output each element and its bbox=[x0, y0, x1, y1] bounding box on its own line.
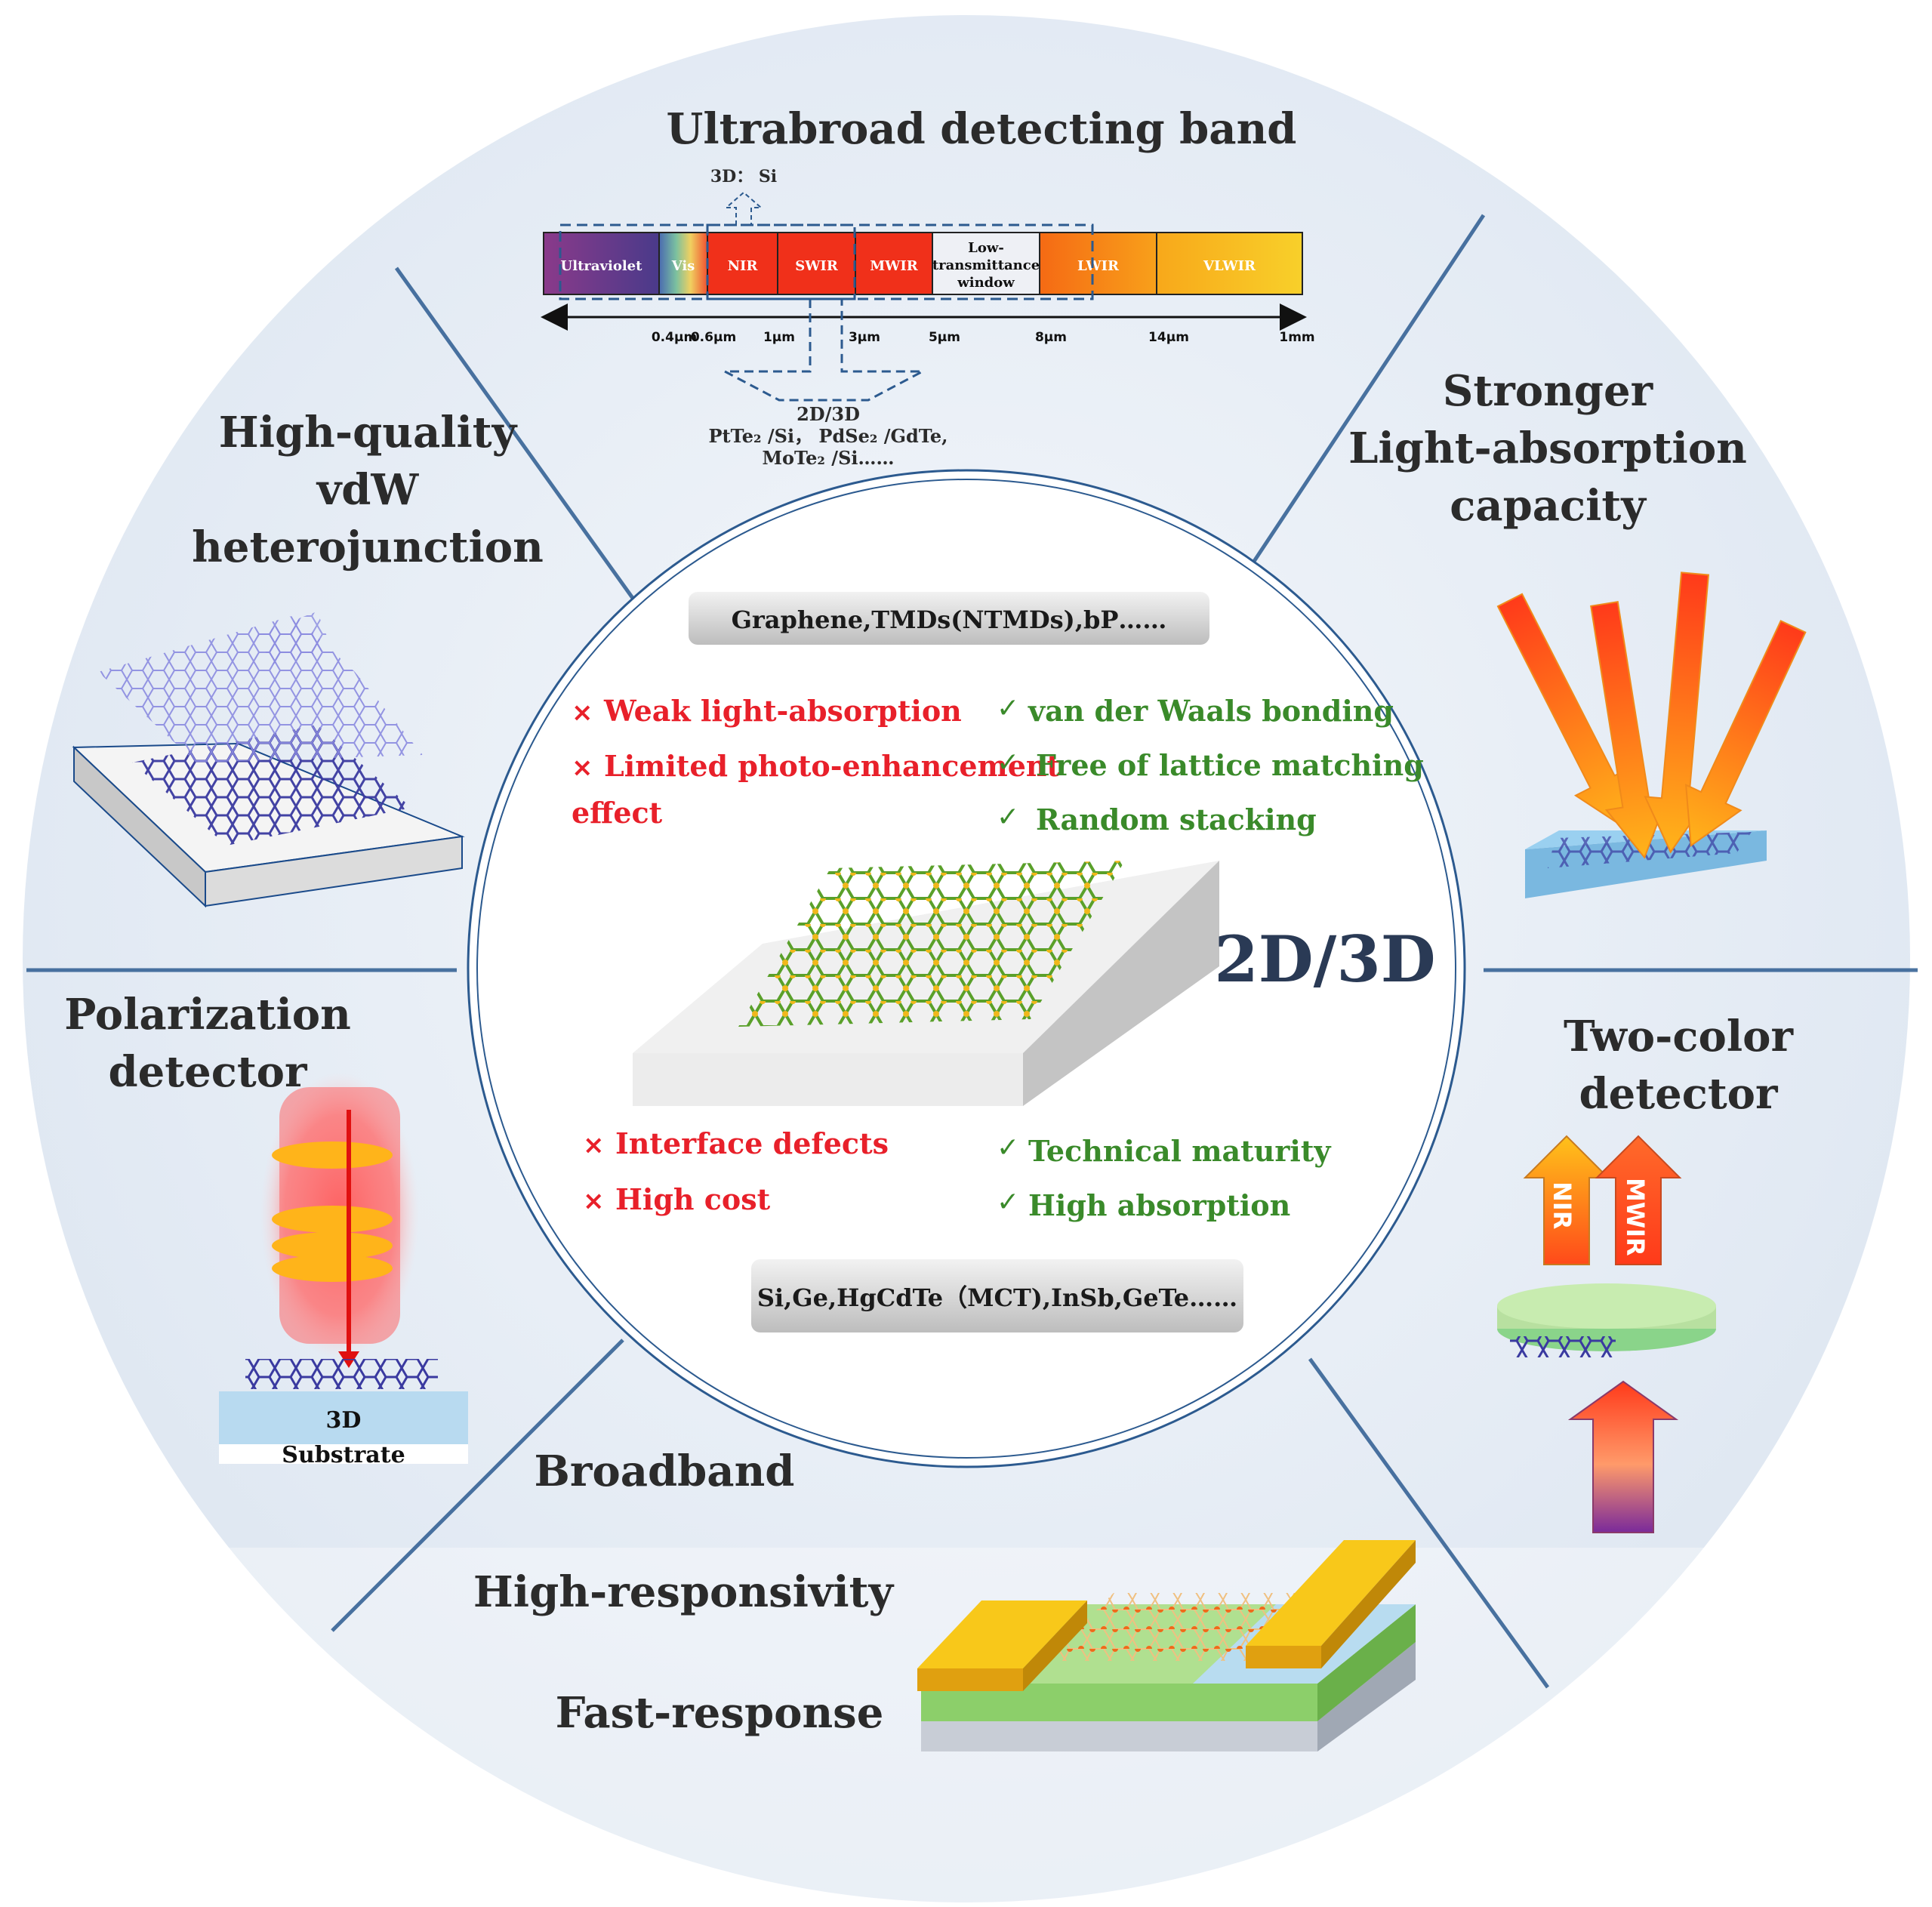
right-bottom-section: Two-color detector NIR MWIR bbox=[1497, 1012, 1794, 1533]
band-mwir bbox=[855, 232, 933, 295]
vdw-line2: vdW bbox=[316, 465, 420, 515]
fast-response-label: Fast-response bbox=[556, 1688, 884, 1738]
pro-2d-2: Free of lattice matching bbox=[1036, 748, 1424, 782]
materials-2d-text: Graphene,TMDs(NTMDs),bP…… bbox=[732, 605, 1167, 634]
band-label-part: transmittance bbox=[932, 257, 1040, 273]
materials-2d-box bbox=[689, 592, 1209, 645]
light-arrow-2 bbox=[1590, 601, 1668, 859]
cross-icon: × bbox=[572, 698, 593, 728]
absorb-line2: Light-absorption bbox=[1348, 424, 1747, 473]
polarization-illustration bbox=[219, 1072, 468, 1464]
band-label: Ultraviolet bbox=[561, 258, 643, 274]
band-label-part: window bbox=[957, 275, 1015, 291]
band-vlwir bbox=[1156, 232, 1303, 295]
tick-label: 5μm bbox=[929, 330, 960, 345]
tick-label: 1μm bbox=[763, 330, 795, 345]
hetero-line2: MoTe₂ /Si…… bbox=[762, 447, 894, 469]
check-icon: ✓ bbox=[997, 802, 1019, 833]
left-bottom-section: Polarization detector 3D Substrate bbox=[64, 990, 468, 1468]
con-2d-1: Weak light-absorption bbox=[603, 694, 962, 728]
center-heterostructure bbox=[633, 861, 1219, 1106]
hetero-line1: PtTe₂ /Si， PdSe₂ /GdTe, bbox=[708, 425, 948, 447]
check-icon: ✓ bbox=[997, 1132, 1019, 1163]
top-title: Ultrabroad detecting band bbox=[667, 104, 1297, 154]
band-ultraviolet bbox=[543, 232, 660, 295]
tick-label: 8μm bbox=[1035, 330, 1067, 345]
pro-3d-1: Technical maturity bbox=[1028, 1134, 1331, 1168]
cross-icon: × bbox=[572, 753, 593, 783]
spectrum-bar: Ultraviolet Vis NIR SWIR MWIR Low-transmittan… bbox=[543, 232, 1303, 295]
center-label: 2D/3D bbox=[1214, 922, 1435, 997]
nir-arrow-label: NIR bbox=[1548, 1181, 1576, 1229]
tick-label: 14μm bbox=[1148, 330, 1189, 345]
check-icon: ✓ bbox=[997, 1187, 1019, 1218]
vdw-line3: heterojunction bbox=[192, 522, 544, 572]
twocolor-line2: detector bbox=[1579, 1069, 1779, 1119]
responsivity-label: High-responsivity bbox=[473, 1567, 895, 1617]
tick-label: 1mm bbox=[1279, 330, 1314, 345]
band-label: SWIR bbox=[795, 258, 839, 274]
pro-2d-1: van der Waals bonding bbox=[1028, 694, 1394, 728]
band-label: VLWIR bbox=[1203, 258, 1256, 274]
band-label: NIR bbox=[728, 258, 759, 274]
tick-label: 0.6μm bbox=[691, 330, 736, 345]
materials-3d-text: Si,Ge,HgCdTe（MCT),InSb,GeTe…… bbox=[757, 1283, 1237, 1312]
left-top-section: High-quality vdW heterojunction bbox=[72, 408, 544, 908]
light-arrow-3 bbox=[1644, 571, 1710, 854]
hetero-title: 2D/3D bbox=[797, 403, 860, 425]
band-label: MWIR bbox=[870, 258, 919, 274]
materials-3d-box bbox=[751, 1259, 1243, 1332]
absorb-line3: capacity bbox=[1450, 481, 1647, 531]
absorption-illustration bbox=[1496, 571, 1807, 898]
right-top-section: Stronger Light-absorption capacity bbox=[1348, 366, 1807, 898]
center-section: Graphene,TMDs(NTMDs),bP…… × Weak light-a… bbox=[572, 592, 1436, 1332]
two-color-illustration bbox=[1497, 1135, 1716, 1533]
band-label: LWIR bbox=[1077, 258, 1120, 274]
vdw-line1: High-quality bbox=[219, 408, 518, 457]
tick-label: 3μm bbox=[849, 330, 880, 345]
substrate-line1: 3D bbox=[326, 1407, 362, 1434]
pro-3d-2: High absorption bbox=[1028, 1188, 1290, 1222]
band-low-transmittance-window: Low-transmittance window bbox=[932, 232, 1040, 295]
substrate-line2: Substrate bbox=[282, 1442, 405, 1468]
vdw-substrate-illustration bbox=[72, 612, 465, 908]
absorb-line1: Stronger bbox=[1443, 366, 1654, 416]
check-icon: ✓ bbox=[997, 747, 1019, 778]
band-label-part: Low- bbox=[968, 240, 1004, 256]
polar-line1: Polarization bbox=[64, 990, 351, 1040]
bottom-section: Broadband High-responsivity Fast-respons… bbox=[473, 1446, 1416, 1751]
con-3d-2: High cost bbox=[615, 1182, 771, 1216]
pro-2d-3: Random stacking bbox=[1036, 803, 1317, 836]
si-label: 3D： Si bbox=[710, 167, 777, 186]
con-2d-3: effect bbox=[572, 796, 663, 830]
cross-icon: × bbox=[583, 1186, 605, 1216]
cross-icon: × bbox=[583, 1130, 605, 1160]
top-section: Ultrabroad detecting band 3D： Si Ultravi… bbox=[541, 104, 1315, 469]
mwir-arrow-label: MWIR bbox=[1621, 1178, 1650, 1256]
check-icon: ✓ bbox=[997, 693, 1019, 724]
light-arrow-4 bbox=[1684, 620, 1807, 847]
twocolor-line1: Two-color bbox=[1564, 1012, 1794, 1061]
tick-label: 0.4μm bbox=[652, 330, 697, 345]
device-illustration bbox=[917, 1540, 1416, 1751]
con-2d-2: Limited photo-enhancement bbox=[604, 749, 1061, 783]
band-vis bbox=[658, 232, 708, 295]
band-label: Vis bbox=[671, 258, 695, 274]
broadband-label: Broadband bbox=[535, 1446, 795, 1496]
con-3d-1: Interface defects bbox=[615, 1126, 889, 1160]
band-swir bbox=[777, 232, 856, 295]
spokes bbox=[26, 214, 1918, 1689]
